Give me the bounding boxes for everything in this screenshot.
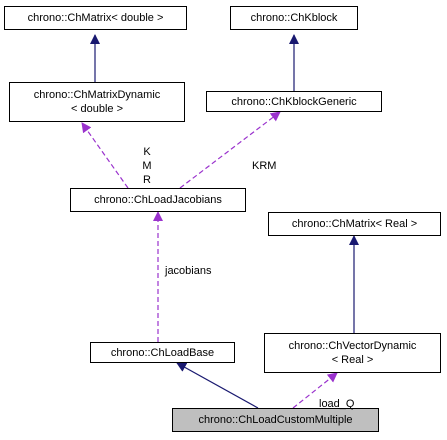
edge-label-k: K bbox=[143, 146, 151, 158]
edge-label-jacobians: jacobians bbox=[165, 265, 212, 277]
class-node-chmatrix-real[interactable]: chrono::ChMatrix< Real > bbox=[268, 212, 441, 236]
class-node-chkblockgeneric[interactable]: chrono::ChKblockGeneric bbox=[206, 91, 382, 112]
class-node-chloadbase[interactable]: chrono::ChLoadBase bbox=[90, 342, 235, 363]
edge-chloadcustommultiple-to-chvectordynamic bbox=[292, 372, 338, 409]
class-node-chvectordynamic[interactable]: chrono::ChVectorDynamic < Real > bbox=[264, 333, 441, 373]
class-node-label: chrono::ChMatrix< double > bbox=[27, 12, 164, 24]
class-node-chmatrixdynamic[interactable]: chrono::ChMatrixDynamic < double > bbox=[9, 82, 185, 122]
class-node-chmatrix-double[interactable]: chrono::ChMatrix< double > bbox=[4, 6, 187, 30]
class-node-label: chrono::ChKblock bbox=[250, 12, 338, 24]
edge-label-load-q: load_Q bbox=[319, 398, 355, 410]
class-node-chloadjacobians[interactable]: chrono::ChLoadJacobians bbox=[70, 188, 246, 212]
class-node-label-line2: < double > bbox=[71, 103, 123, 115]
class-node-label: chrono::ChLoadBase bbox=[110, 346, 215, 359]
class-node-chloadcustommultiple[interactable]: chrono::ChLoadCustomMultiple bbox=[172, 408, 379, 432]
class-node-label: chrono::ChLoadJacobians bbox=[94, 194, 222, 206]
edge-label-krm: KRM bbox=[252, 160, 277, 172]
class-node-label: chrono::ChKblockGeneric bbox=[231, 95, 357, 108]
edge-chloadjacobians-to-chmatrixdynamic bbox=[81, 122, 129, 189]
edge-chloadcustommultiple-to-chloadbase bbox=[176, 362, 259, 409]
class-node-label: chrono::ChMatrix< Real > bbox=[291, 218, 418, 230]
edge-label-m: M bbox=[142, 160, 152, 172]
edge-chloadjacobians-to-chkblockgeneric bbox=[179, 111, 281, 189]
class-node-label: chrono::ChLoadCustomMultiple bbox=[198, 414, 353, 426]
class-node-chkblock[interactable]: chrono::ChKblock bbox=[230, 6, 358, 30]
class-node-label-line1: chrono::ChVectorDynamic bbox=[288, 340, 417, 352]
class-node-label-line2: < Real > bbox=[331, 354, 374, 366]
class-node-label-line1: chrono::ChMatrixDynamic bbox=[33, 89, 161, 101]
edge-label-r: R bbox=[143, 174, 151, 186]
